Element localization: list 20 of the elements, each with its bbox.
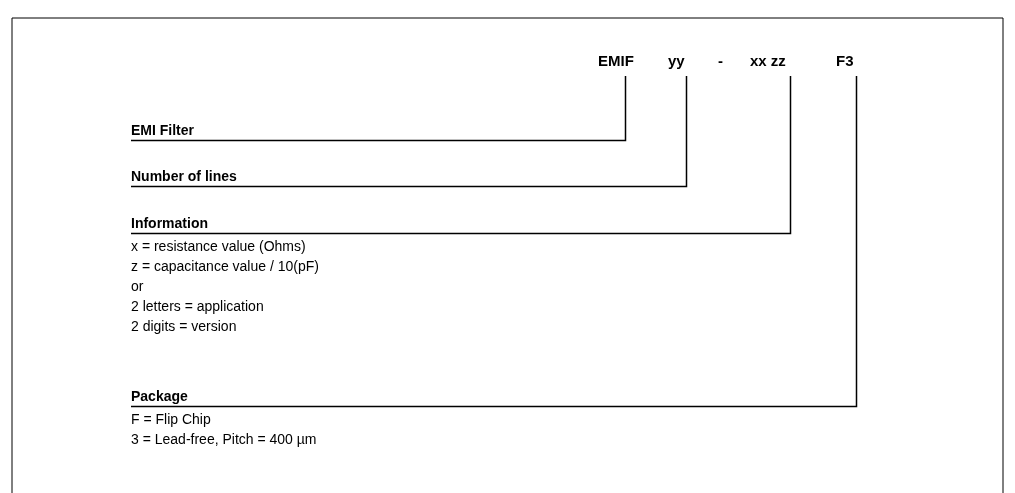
- description-line: 2 digits = version: [131, 317, 238, 336]
- heading: Information: [131, 214, 209, 232]
- leader-line: [130, 75, 858, 408]
- part-code: F3: [836, 52, 854, 70]
- description-line: F = Flip Chip: [131, 410, 212, 429]
- part-code: xx zz: [750, 52, 786, 70]
- part-code: yy: [668, 52, 685, 70]
- heading: Package: [131, 387, 189, 405]
- leader-line: [130, 75, 792, 235]
- description-line: or: [131, 277, 145, 296]
- description-line: 2 letters = application: [131, 297, 265, 316]
- separator-dash: -: [718, 52, 723, 70]
- part-code: EMIF: [598, 52, 634, 70]
- description-line: 3 = Lead-free, Pitch = 400 µm: [131, 430, 317, 449]
- description-line: z = capacitance value / 10(pF): [131, 257, 319, 276]
- leader-line: [130, 75, 688, 188]
- heading: EMI Filter: [131, 121, 194, 139]
- leader-line: [130, 75, 627, 142]
- heading: Number of lines: [131, 167, 237, 185]
- description-line: x = resistance value (Ohms): [131, 237, 307, 256]
